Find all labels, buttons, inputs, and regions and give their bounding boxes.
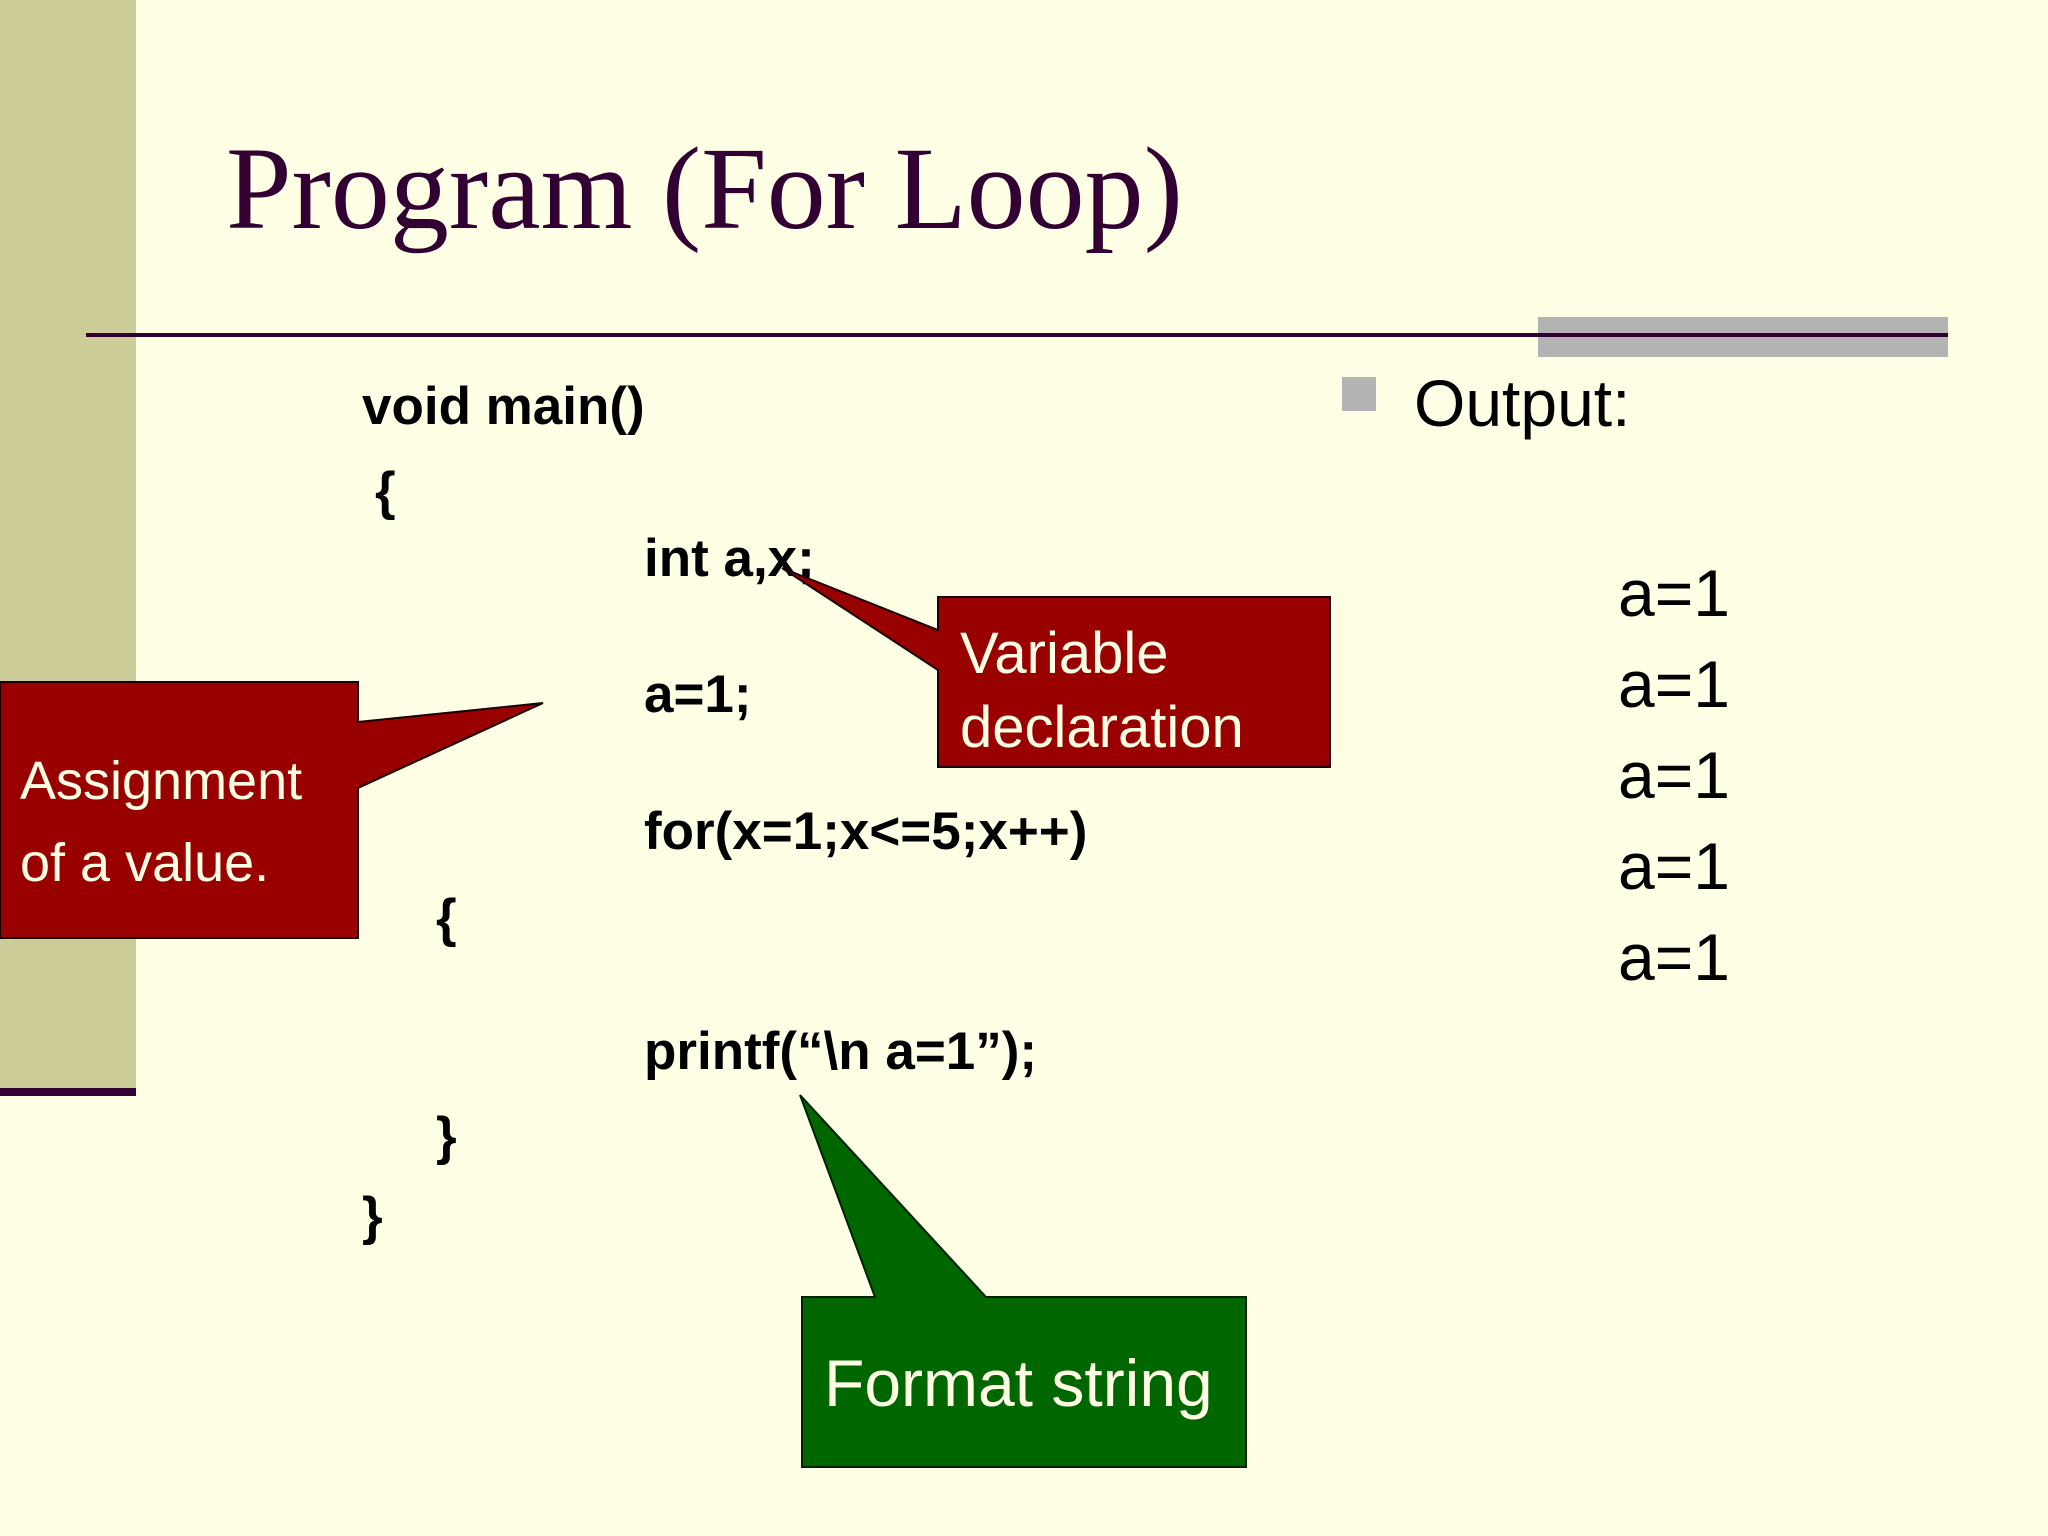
variable-declaration-line1: Variable bbox=[960, 621, 1169, 686]
bullet-square-icon bbox=[1342, 377, 1376, 411]
title-rule-accent bbox=[1538, 317, 1948, 357]
variable-declaration-line2: declaration bbox=[960, 695, 1244, 760]
output-line: a=1 bbox=[1618, 829, 1730, 903]
slide-title: Program (For Loop) bbox=[226, 123, 1183, 254]
code-line-printf: printf(“\n a=1”); bbox=[644, 1022, 1038, 1081]
output-line: a=1 bbox=[1618, 920, 1730, 994]
assignment-line2: of a value. bbox=[20, 833, 270, 893]
assignment-text: Assignment of a value. bbox=[20, 740, 302, 904]
code-line-close-brace: } bbox=[362, 1187, 383, 1246]
code-line-loop-open-brace: { bbox=[436, 889, 457, 948]
code-line-open-brace: { bbox=[375, 462, 396, 521]
output-line: a=1 bbox=[1618, 647, 1730, 721]
output-line: a=1 bbox=[1618, 556, 1730, 630]
code-line-void-main: void main() bbox=[362, 377, 645, 436]
title-rule bbox=[86, 333, 1948, 337]
format-string-callout bbox=[799, 1094, 1247, 1468]
variable-declaration-callout bbox=[781, 567, 1331, 768]
assignment-callout bbox=[0, 681, 544, 939]
code-line-declaration: int a,x; bbox=[644, 529, 815, 588]
output-line: a=1 bbox=[1618, 738, 1730, 812]
output-label: Output: bbox=[1414, 366, 1631, 440]
left-accent-band-rule bbox=[0, 1088, 136, 1096]
variable-declaration-text: Variable declaration bbox=[960, 617, 1244, 765]
assignment-line1: Assignment bbox=[20, 751, 303, 811]
output-lines: a=1 a=1 a=1 a=1 a=1 bbox=[1618, 548, 1730, 1003]
format-string-text: Format string bbox=[824, 1346, 1213, 1420]
code-line-for-loop: for(x=1;x<=5;x++) bbox=[644, 802, 1088, 861]
code-line-assignment: a=1; bbox=[644, 665, 752, 724]
code-line-loop-close-brace: } bbox=[436, 1107, 457, 1166]
